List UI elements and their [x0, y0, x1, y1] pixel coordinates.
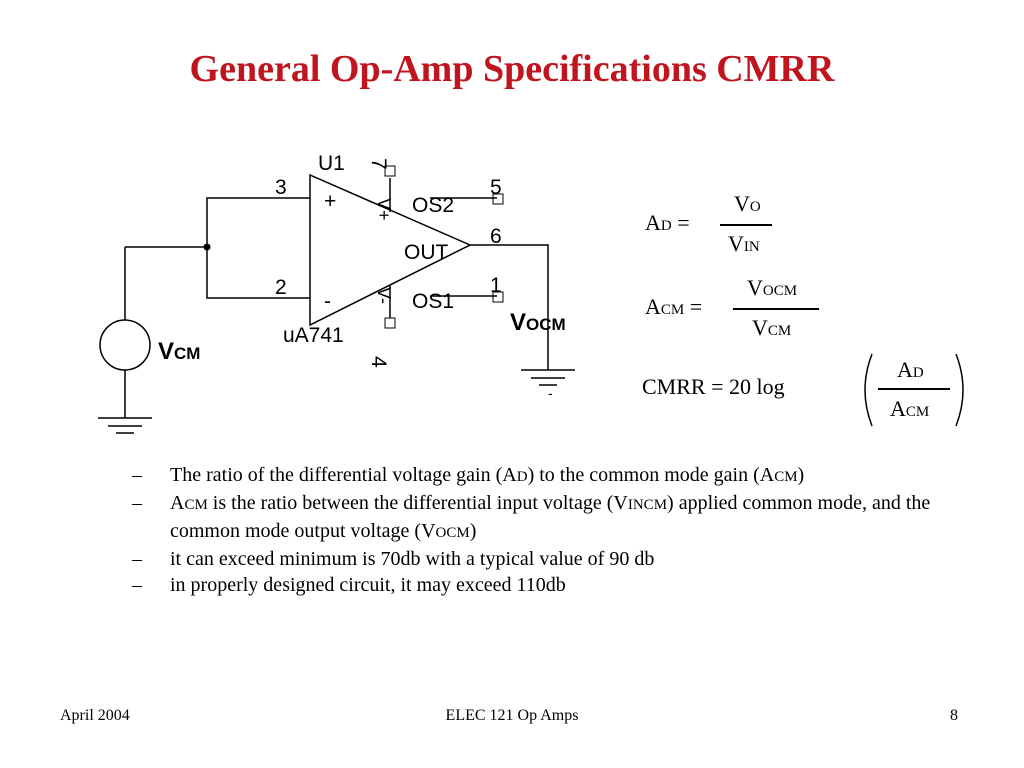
ad-denominator: VIN [728, 231, 760, 256]
slide-title: General Op-Amp Specifications CMRR [189, 48, 835, 90]
cmrr-fraction-bar [878, 388, 950, 390]
cmrr-denominator: ACM [890, 396, 930, 421]
pin1-label: 1 [490, 274, 502, 297]
list-item: – in properly designed circuit, it may e… [132, 574, 566, 596]
ground-minus-label: - [548, 385, 553, 401]
os2-terminal [492, 193, 504, 205]
vpos-terminal [384, 165, 396, 177]
plus-symbol: + [324, 190, 336, 213]
vneg-label: V- [374, 287, 394, 304]
vcm-label: VCM [158, 338, 200, 365]
footer-page-number: 8 [950, 707, 958, 724]
footer-course: ELEC 121 Op Amps [445, 707, 579, 724]
notes-list: – The ratio of the differential voltage … [132, 462, 932, 598]
pin6-label: 6 [490, 225, 502, 248]
pin3-label: 3 [275, 176, 287, 199]
acm-fraction-bar [733, 308, 819, 310]
list-item: – it can exceed minimum is 70db with a t… [132, 548, 655, 570]
acm-numerator: VOCM [747, 275, 798, 300]
component-ref-label: U1 [318, 152, 345, 175]
footer-date: April 2004 [60, 707, 130, 724]
noninv-input-wire [206, 197, 310, 299]
cmrr-lhs: CMRR = 20 log [642, 374, 785, 399]
vneg-terminal [384, 317, 396, 329]
pin4-label: 4 [367, 356, 390, 368]
cmrr-numerator: AD [897, 357, 924, 382]
os2-label: OS2 [412, 194, 454, 217]
vpos-label: V+ [374, 198, 394, 221]
vocm-label: VOCM [510, 309, 566, 336]
vcm-source-circle [99, 319, 151, 371]
output-wire [470, 244, 549, 370]
ad-lhs: AD = [645, 210, 690, 235]
pin7-label: 7 [367, 158, 390, 170]
ad-fraction-bar [720, 224, 772, 226]
acm-denominator: VCM [752, 315, 792, 340]
pin2-label: 2 [275, 276, 287, 299]
list-item: – The ratio of the differential voltage … [132, 464, 805, 486]
os1-label: OS1 [412, 290, 454, 313]
ad-numerator: VO [734, 191, 761, 216]
os1-terminal [492, 291, 504, 303]
out-label: OUT [404, 241, 449, 264]
junction-dot [203, 243, 211, 251]
list-item: – ACM is the ratio between the different… [132, 492, 931, 542]
part-number-label: uA741 [283, 324, 344, 347]
acm-lhs: ACM = [645, 294, 703, 319]
minus-symbol: - [324, 290, 331, 313]
cmrr-parentheses [864, 353, 964, 427]
pin5-label: 5 [490, 176, 502, 199]
